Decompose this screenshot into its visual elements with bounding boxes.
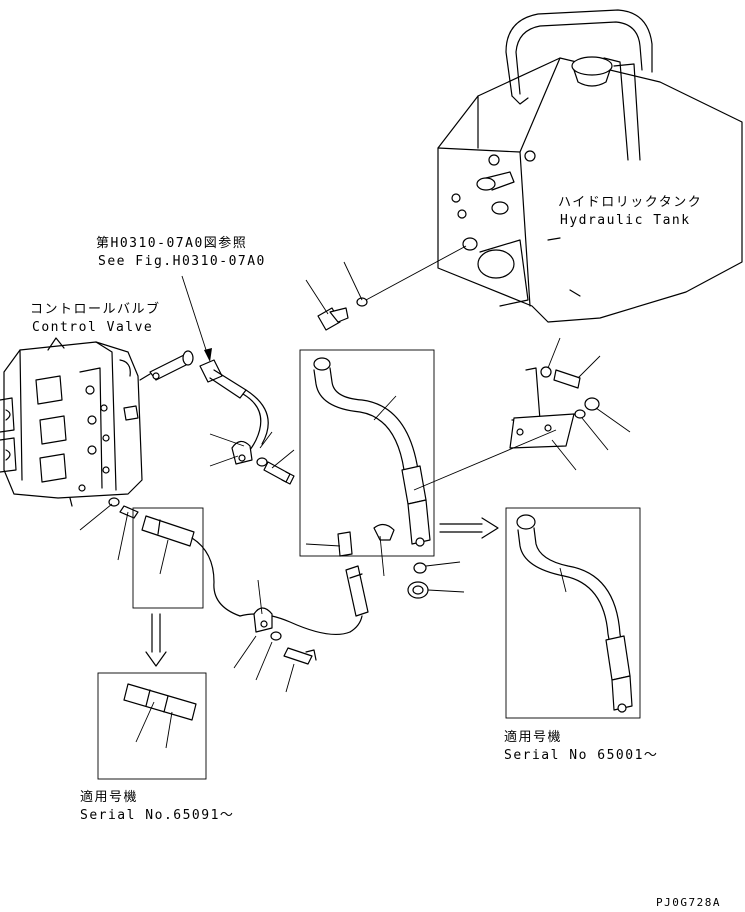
detail-fitting-left bbox=[123, 683, 197, 721]
upper-hose-assembly bbox=[139, 350, 295, 485]
serial-right-label-jp: 適用号機 bbox=[504, 730, 563, 745]
detail-box-right bbox=[505, 507, 641, 719]
control-valve bbox=[0, 337, 143, 507]
reference-note-jp: 第H0310-07A0図参照 bbox=[96, 236, 248, 251]
arrow-down-detail bbox=[145, 613, 167, 667]
serial-left-label-en: Serial No.65091～ bbox=[80, 808, 235, 823]
tank-label-jp: ハイドロリックタンク bbox=[558, 195, 703, 210]
arrow-to-detail bbox=[439, 517, 499, 539]
serial-right-label-en: Serial No 65001～ bbox=[504, 748, 659, 763]
tank-label-en: Hydraulic Tank bbox=[560, 213, 691, 228]
center-steel-pipe bbox=[313, 357, 431, 547]
center-fittings bbox=[317, 307, 429, 599]
serial-left-label-jp: 適用号機 bbox=[80, 790, 139, 805]
detail-box-top-left bbox=[132, 507, 204, 609]
reference-leader bbox=[181, 275, 209, 357]
lower-hose-assembly bbox=[108, 497, 369, 665]
hydraulic-tank bbox=[343, 9, 743, 323]
detail-box-bottom-left bbox=[97, 672, 207, 780]
drawing-code: PJ0G728A bbox=[656, 896, 721, 909]
leader-bracket bbox=[413, 429, 557, 491]
leader-lines bbox=[79, 279, 631, 749]
center-pipe-box bbox=[299, 349, 435, 557]
reference-arrowhead bbox=[204, 348, 212, 362]
detail-pipe-right bbox=[516, 514, 633, 713]
reference-note-en: See Fig.H0310-07A0 bbox=[98, 254, 266, 269]
bracket bbox=[509, 366, 600, 449]
control-valve-label-en: Control Valve bbox=[32, 320, 154, 335]
control-valve-label-jp: コントロールバルブ bbox=[30, 302, 161, 317]
